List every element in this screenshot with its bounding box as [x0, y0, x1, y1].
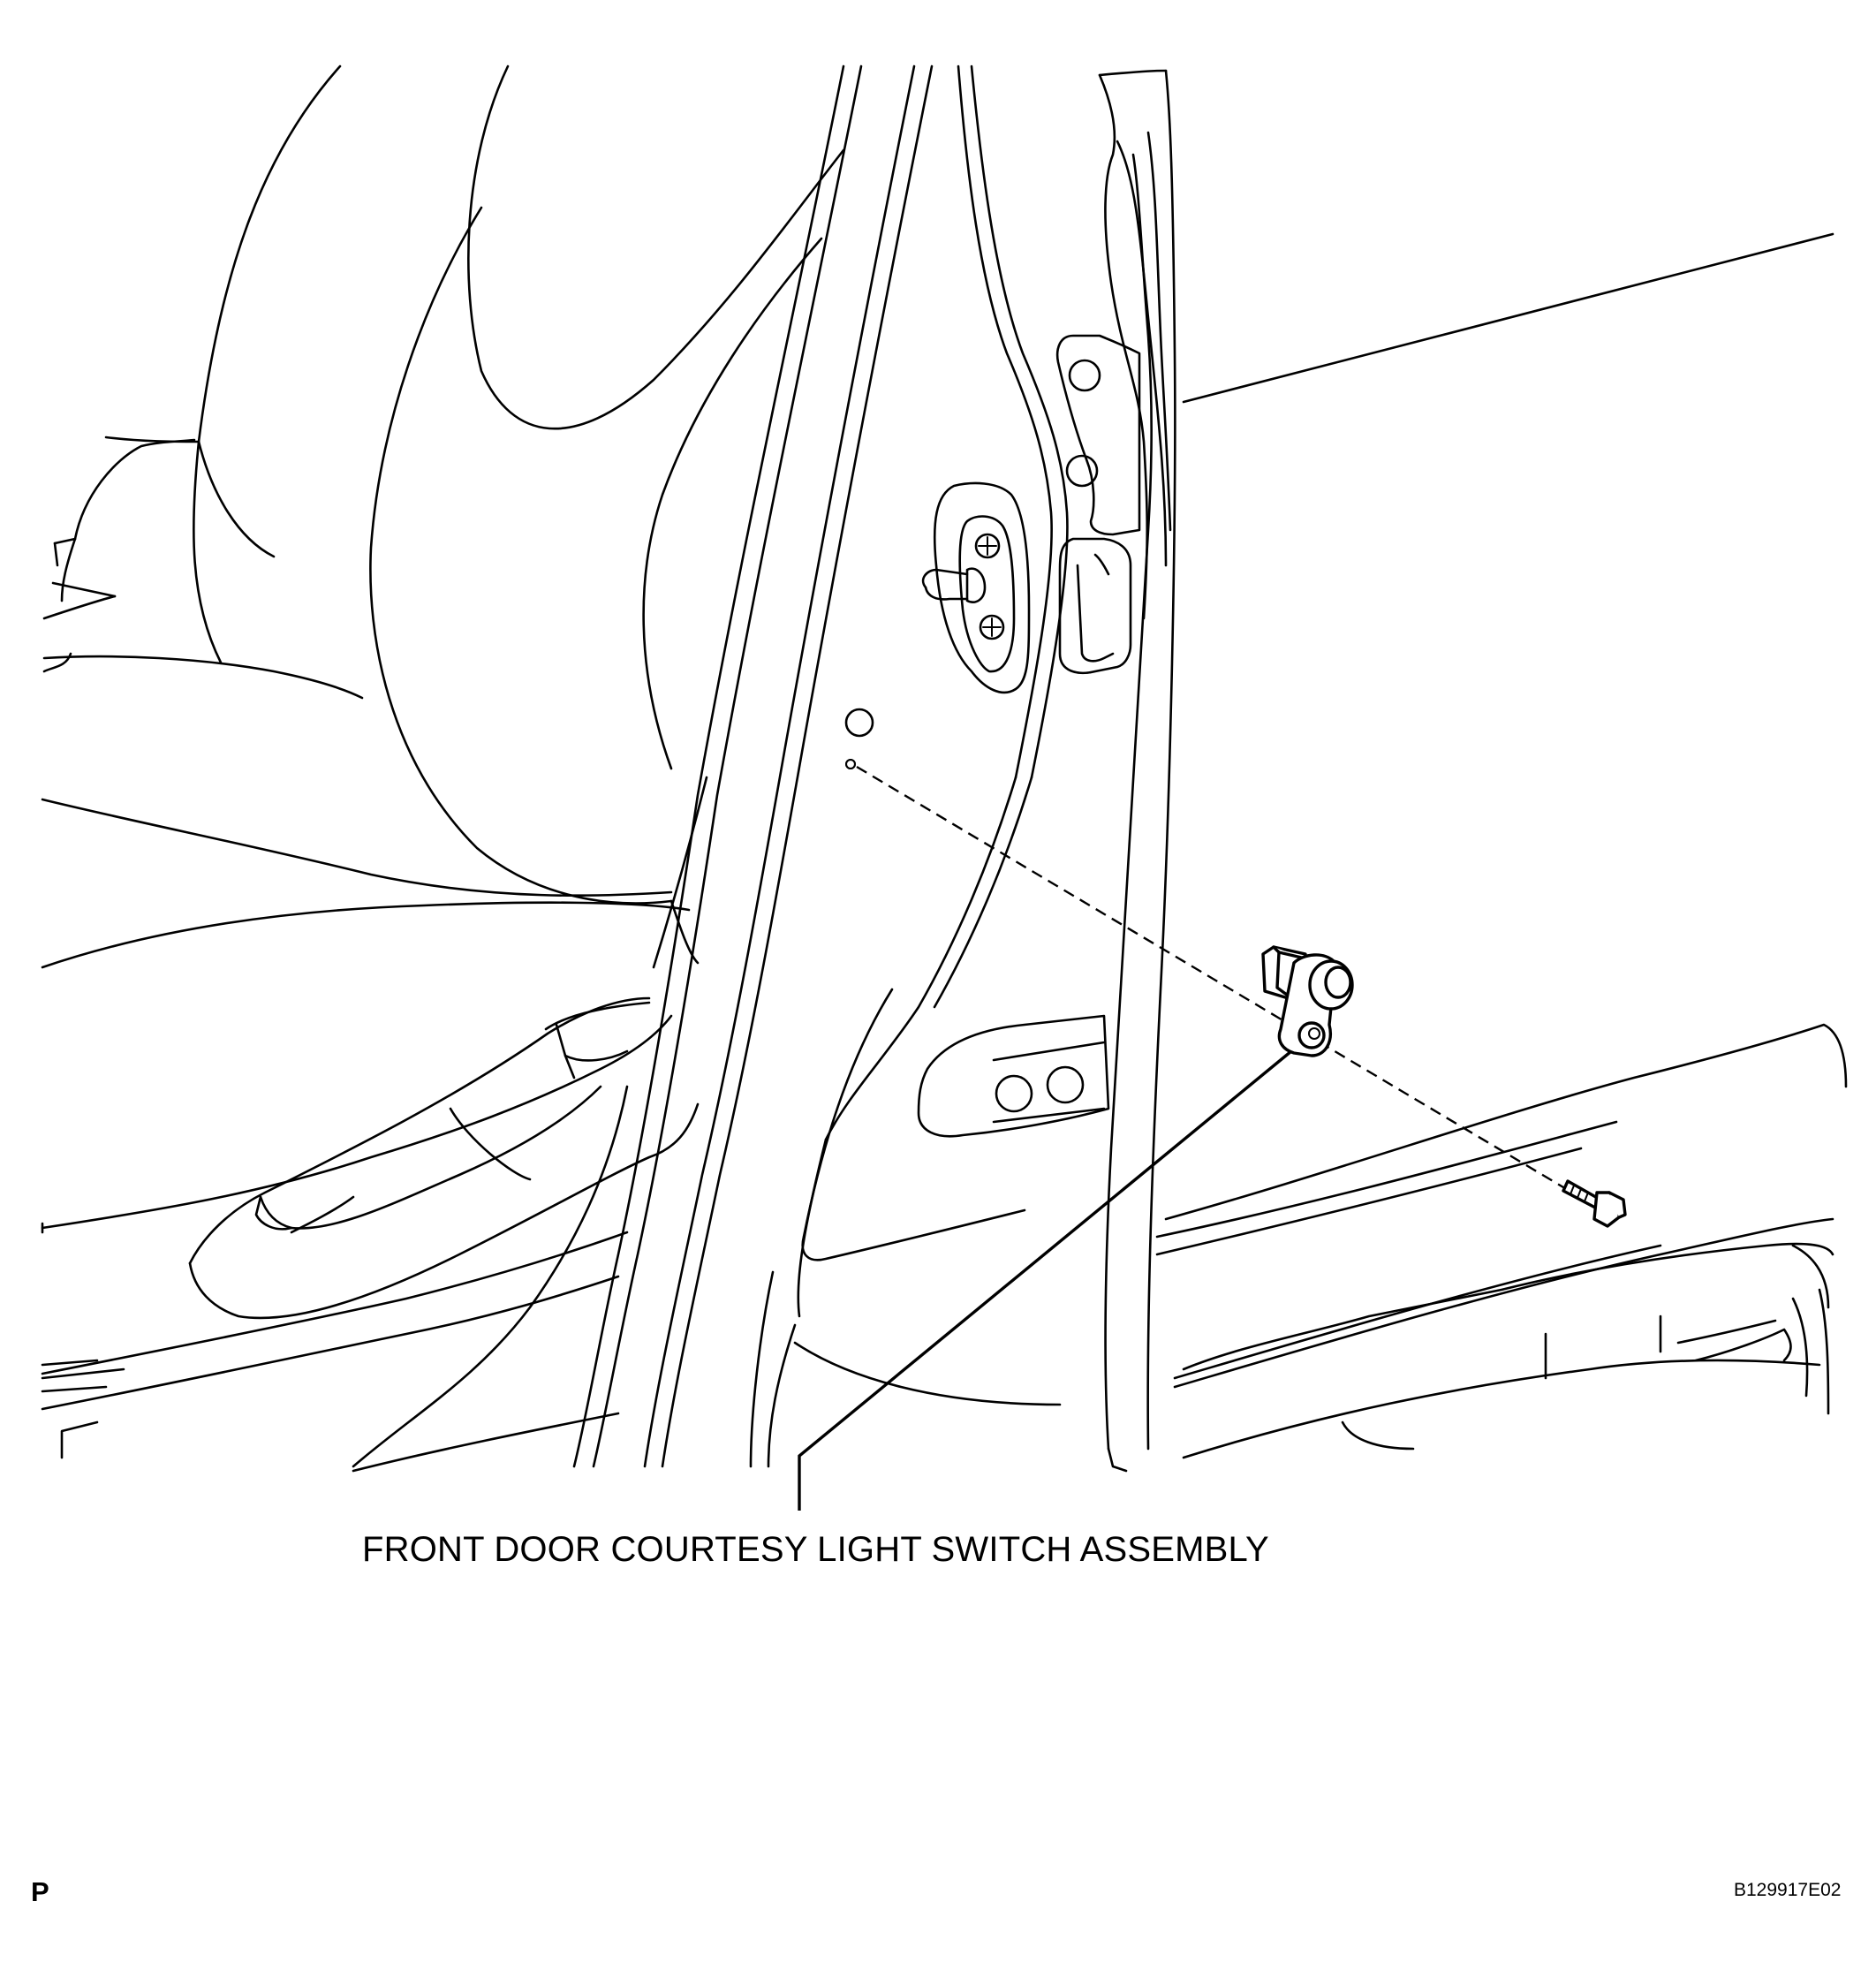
front-seat [41, 64, 845, 1473]
installation-axis [856, 765, 1569, 1192]
door-hinge-lower [917, 1014, 1110, 1138]
front-door [1098, 69, 1848, 1473]
figure-id: B129917E02 [1734, 1880, 1842, 1900]
mounting-bolt [1562, 1179, 1627, 1228]
callout-leader-line [798, 1049, 1293, 1511]
door-hinge-upper [1055, 334, 1141, 675]
door-lock-striker [921, 481, 1031, 694]
part-callout-label: FRONT DOOR COURTESY LIGHT SWITCH ASSEMBL… [362, 1530, 1269, 1569]
center-pillar [352, 64, 1069, 1468]
page-code: P [31, 1876, 49, 1907]
courtesy-light-switch [1261, 945, 1354, 1057]
mounting-hole [845, 759, 856, 769]
